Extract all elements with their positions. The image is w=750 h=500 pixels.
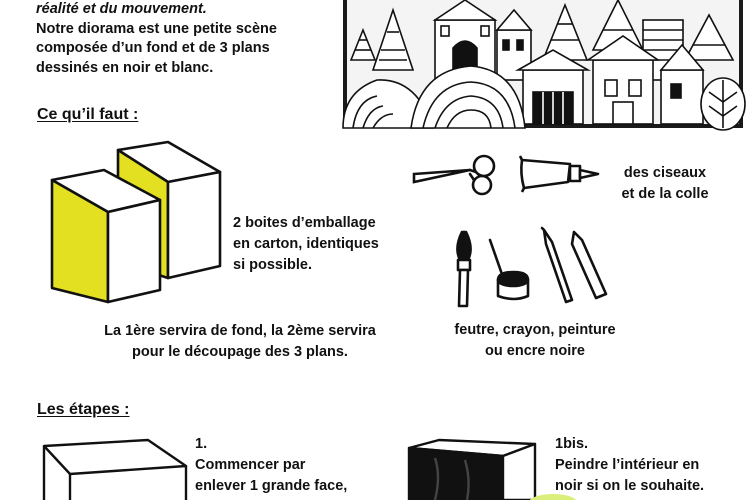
step1-number: 1. — [195, 436, 208, 452]
step1bis-box-illustration — [407, 438, 577, 500]
boxes-description: 2 boites d’emballage en carton, identiqu… — [233, 213, 379, 276]
tools-description: feutre, crayon, peinture ou encre noire — [440, 320, 630, 362]
usage-description: La 1ère servira de fond, la 2ème servira… — [85, 321, 395, 363]
scissors-glue-description: des ciseaux et de la colle — [620, 163, 710, 205]
materials-heading: Ce qu’il faut : — [37, 106, 139, 123]
intro-line-1: réalité et du mouvement. — [36, 1, 207, 17]
diorama-illustration — [342, 0, 746, 131]
boxes-line-2: en carton, identiques — [233, 236, 379, 252]
scissors-line-1: des ciseaux — [623, 165, 707, 181]
scissors-line-2: et de la colle — [621, 186, 709, 202]
step1bis-text: 1bis. Peindre l’intérieur en noir si on … — [555, 434, 704, 497]
cardboard-boxes-illustration — [50, 140, 222, 304]
step1-line-1: Commencer par — [195, 457, 306, 473]
tools-line-2: ou encre noire — [485, 343, 585, 359]
usage-line-2: pour le découpage des 3 plans. — [132, 344, 348, 360]
tools-line-1: feutre, crayon, peinture — [454, 322, 616, 338]
scissors-icon — [412, 154, 496, 196]
intro-line-2: Notre diorama est une petite scène — [36, 20, 277, 37]
glue-tube-icon — [518, 155, 600, 193]
step1-line-2: enlever 1 grande face, — [195, 478, 348, 494]
usage-line-1: La 1ère servira de fond, la 2ème servira — [104, 323, 376, 339]
intro-line-4: dessinés en noir et blanc. — [36, 59, 214, 76]
step1-text: 1. Commencer par enlever 1 grande face, — [195, 434, 347, 497]
boxes-line-3: si possible. — [233, 257, 312, 273]
step1bis-line-2: noir si on le souhaite. — [555, 478, 705, 494]
step1bis-line-1: Peindre l’intérieur en — [555, 457, 700, 473]
painting-tools-illustration — [456, 226, 608, 308]
boxes-line-1: 2 boites d’emballage — [233, 215, 376, 231]
step1-box-illustration — [42, 438, 188, 500]
step1bis-number: 1bis. — [555, 436, 589, 452]
intro-text: réalité et du mouvement. Notre diorama e… — [36, 0, 277, 78]
steps-heading: Les étapes : — [37, 401, 130, 418]
intro-line-3: composée d’un fond et de 3 plans — [36, 40, 270, 56]
